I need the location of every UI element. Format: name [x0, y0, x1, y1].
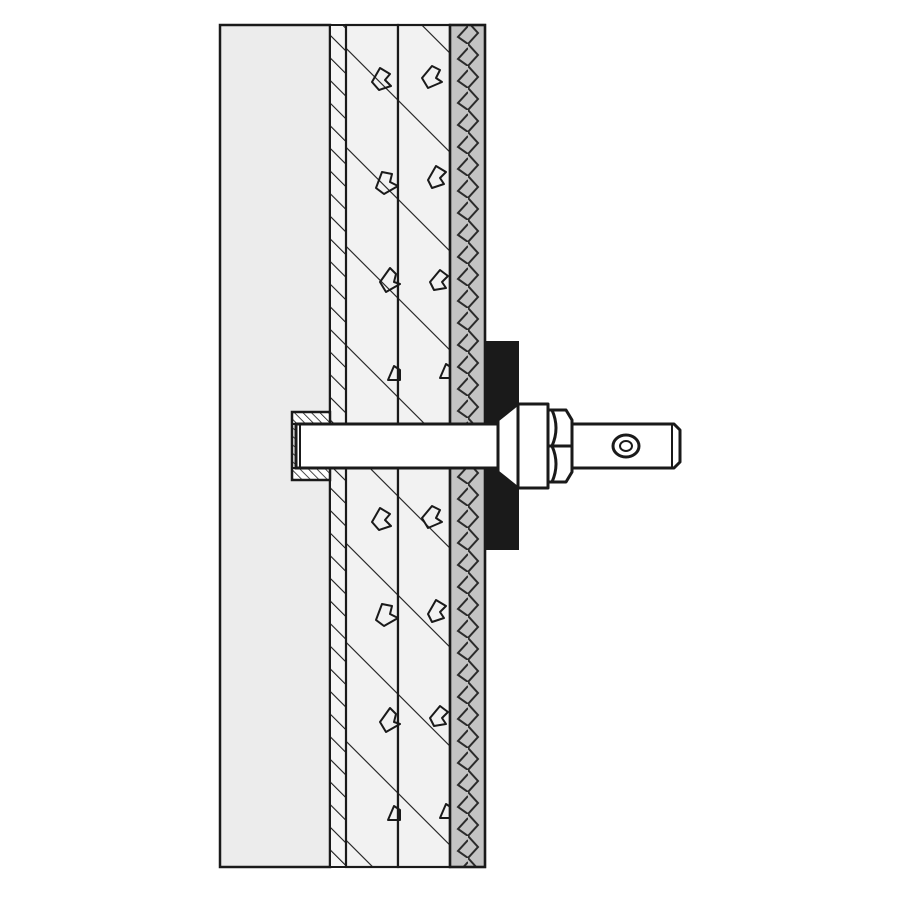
conical-washer: [496, 402, 520, 490]
hex-nut: [516, 402, 574, 490]
threaded-rod: [294, 422, 502, 470]
anchor-pin: [570, 422, 682, 470]
aggregate-marks: [371, 65, 453, 821]
cross-hole: [611, 433, 641, 459]
